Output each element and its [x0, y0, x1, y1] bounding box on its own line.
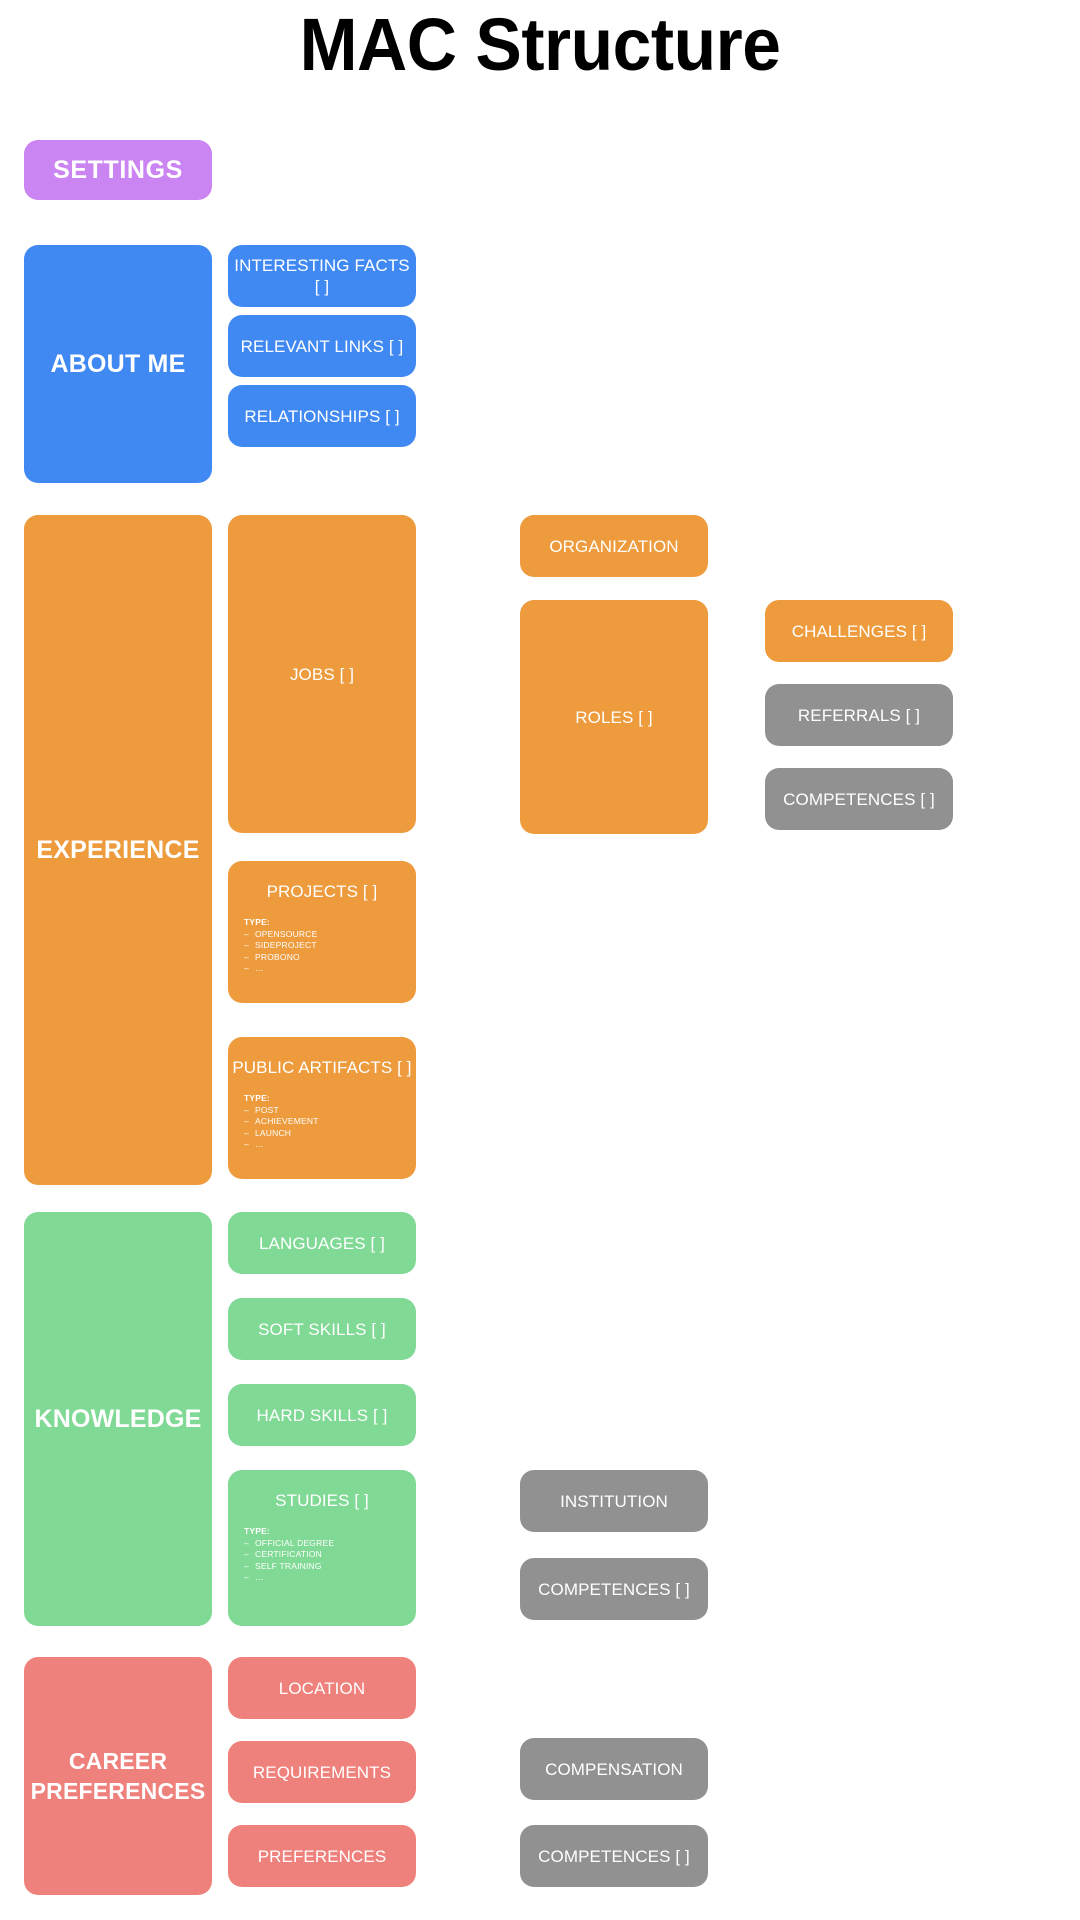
- studies-type-item: –…: [244, 1572, 264, 1582]
- studies-type-item-text: SELF TRAINING: [255, 1560, 322, 1571]
- node-knowledge[interactable]: KNOWLEDGE: [24, 1212, 212, 1626]
- node-studies-label: STUDIES [ ]: [275, 1491, 369, 1510]
- node-projects[interactable]: PROJECTS [ ] TYPE: –OPENSOURCE –SIDEPROJ…: [228, 861, 416, 1003]
- studies-type-item: –OFFICIAL DEGREE: [244, 1537, 335, 1548]
- public-artifacts-type-item-text: ACHIEVEMENT: [255, 1116, 319, 1126]
- public-artifacts-type-item: –POST: [244, 1104, 279, 1115]
- public-artifacts-type-item: –…: [244, 1139, 264, 1149]
- projects-type-item: –SIDEPROJECT: [244, 940, 317, 950]
- projects-type-item: –…: [244, 963, 264, 973]
- node-languages[interactable]: LANGUAGES [ ]: [228, 1212, 416, 1274]
- projects-type-item-text: SIDEPROJECT: [255, 940, 317, 950]
- projects-type-item-text: …: [255, 963, 264, 973]
- node-relationships[interactable]: RELATIONSHIPS [ ]: [228, 385, 416, 447]
- public-artifacts-type-item-text: …: [255, 1139, 264, 1149]
- node-relevant-links[interactable]: RELEVANT LINKS [ ]: [228, 315, 416, 377]
- node-jobs[interactable]: JOBS [ ]: [228, 515, 416, 833]
- node-roles[interactable]: ROLES [ ]: [520, 600, 708, 834]
- studies-type-item-text: CERTIFICATION: [255, 1549, 322, 1559]
- node-location[interactable]: LOCATION: [228, 1657, 416, 1719]
- node-projects-label: PROJECTS [ ]: [266, 882, 378, 901]
- public-artifacts-type-item-text: LAUNCH: [255, 1127, 292, 1138]
- node-organization[interactable]: ORGANIZATION: [520, 515, 708, 577]
- studies-type-item-text: OFFICIAL DEGREE: [255, 1537, 335, 1548]
- node-competences-career[interactable]: COMPETENCES [ ]: [520, 1825, 708, 1887]
- node-hard-skills[interactable]: HARD SKILLS [ ]: [228, 1384, 416, 1446]
- node-public-artifacts[interactable]: PUBLIC ARTIFACTS [ ] TYPE: –POST –ACHIEV…: [228, 1037, 416, 1179]
- projects-type-title: TYPE:: [244, 917, 271, 927]
- page-title: MAC Structure: [299, 3, 781, 86]
- public-artifacts-type-item: –LAUNCH: [244, 1127, 292, 1138]
- node-challenges[interactable]: CHALLENGES [ ]: [765, 600, 953, 662]
- public-artifacts-type-list: TYPE: –POST –ACHIEVEMENT –LAUNCH –…: [244, 1093, 319, 1151]
- studies-type-item: –SELF TRAINING: [244, 1560, 322, 1571]
- projects-type-item-text: PROBONO: [255, 951, 300, 962]
- node-requirements[interactable]: REQUIREMENTS: [228, 1741, 416, 1803]
- node-studies[interactable]: STUDIES [ ] TYPE: –OFFICIAL DEGREE –CERT…: [228, 1470, 416, 1626]
- node-career-preferences[interactable]: CAREER PREFERENCES: [24, 1657, 212, 1895]
- node-public-artifacts-label: PUBLIC ARTIFACTS [ ]: [232, 1058, 412, 1077]
- node-preferences[interactable]: PREFERENCES: [228, 1825, 416, 1887]
- public-artifacts-type-title: TYPE:: [244, 1093, 271, 1103]
- node-settings[interactable]: SETTINGS: [24, 140, 212, 200]
- studies-type-item-text: …: [255, 1572, 264, 1582]
- node-referrals[interactable]: REFERRALS [ ]: [765, 684, 953, 746]
- studies-type-item: –CERTIFICATION: [244, 1549, 322, 1559]
- node-compensation[interactable]: COMPENSATION: [520, 1738, 708, 1800]
- studies-type-list: TYPE: –OFFICIAL DEGREE –CERTIFICATION –S…: [244, 1526, 334, 1584]
- node-experience[interactable]: EXPERIENCE: [24, 515, 212, 1185]
- projects-type-list: TYPE: –OPENSOURCE –SIDEPROJECT –PROBONO …: [244, 917, 317, 975]
- projects-type-item: –PROBONO: [244, 951, 300, 962]
- node-interesting-facts[interactable]: INTERESTING FACTS [ ]: [228, 245, 416, 307]
- public-artifacts-type-item-text: POST: [255, 1104, 279, 1115]
- projects-type-item-text: OPENSOURCE: [255, 928, 318, 939]
- node-competences-knowledge[interactable]: COMPETENCES [ ]: [520, 1558, 708, 1620]
- node-about-me[interactable]: ABOUT ME: [24, 245, 212, 483]
- node-soft-skills[interactable]: SOFT SKILLS [ ]: [228, 1298, 416, 1360]
- node-institution[interactable]: INSTITUTION: [520, 1470, 708, 1532]
- public-artifacts-type-item: –ACHIEVEMENT: [244, 1116, 319, 1126]
- node-competences-experience[interactable]: COMPETENCES [ ]: [765, 768, 953, 830]
- studies-type-title: TYPE:: [244, 1526, 271, 1536]
- projects-type-item: –OPENSOURCE: [244, 928, 318, 939]
